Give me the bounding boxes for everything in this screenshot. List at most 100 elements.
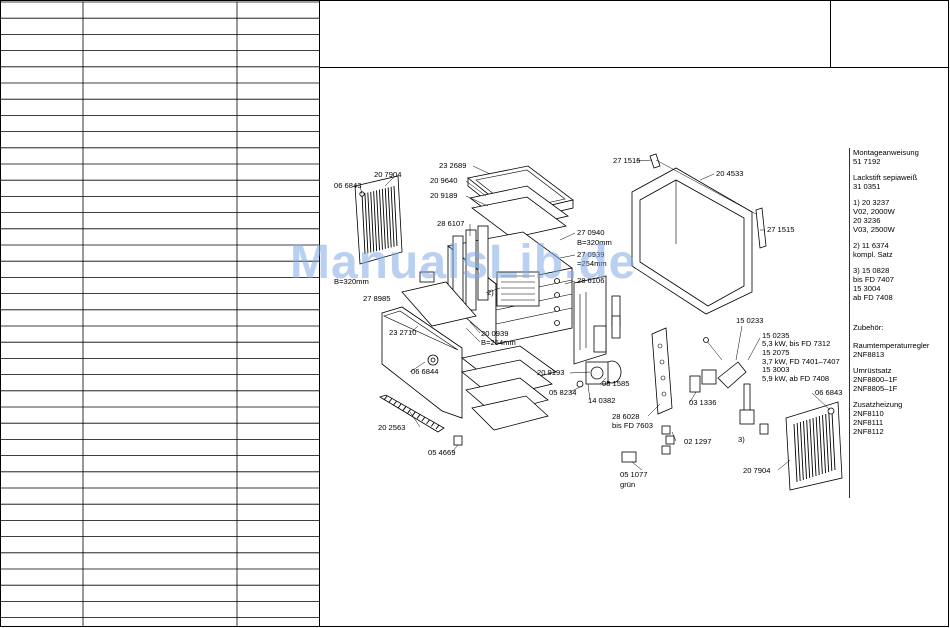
accessory-line: 2NF8112 xyxy=(853,427,884,436)
callout: 20 7904 xyxy=(374,170,401,179)
note-line: 20 3236 xyxy=(853,216,880,225)
callout: 20 0939 xyxy=(481,329,508,338)
grille-slot xyxy=(796,422,801,482)
parts-geometry xyxy=(354,153,843,491)
fan-bearing xyxy=(576,380,584,388)
leader-line xyxy=(465,195,489,207)
leader-line xyxy=(747,337,761,361)
note-line: bis FD 7407 xyxy=(853,275,894,284)
accessory-line: 2NF8805–1F xyxy=(853,384,898,393)
note-line: Lackstift sepiaweiß xyxy=(853,173,918,182)
grille-slot xyxy=(416,414,421,419)
leader-line xyxy=(735,325,743,361)
callout: 14 0382 xyxy=(588,396,615,405)
leader-line xyxy=(599,377,607,385)
grille-slot xyxy=(393,185,398,247)
callout: 20 9193 xyxy=(537,368,564,377)
leader-line xyxy=(559,254,576,259)
leader-line xyxy=(811,392,831,411)
leader-line xyxy=(409,325,419,334)
capillary-tube xyxy=(705,339,723,361)
grille-right xyxy=(785,401,843,491)
bottom-grille xyxy=(379,394,445,433)
right-inner-slots xyxy=(579,292,587,350)
parts-list-table xyxy=(1,1,319,627)
grille-slot xyxy=(361,193,366,255)
grille-slot xyxy=(397,403,402,409)
callout: 28 6106 xyxy=(577,276,604,285)
leader-line xyxy=(587,383,591,401)
capillary-bulb xyxy=(703,337,709,343)
grille-slot xyxy=(364,193,369,254)
grille-slot xyxy=(812,417,817,477)
grille-slot xyxy=(815,416,820,476)
accessory-line: 2NF8110 xyxy=(853,409,884,418)
thermostat-sensor xyxy=(701,369,717,385)
note-line: 1) 20 3237 xyxy=(853,198,889,207)
callout: 28 6107 xyxy=(437,219,464,228)
grille-slot xyxy=(387,187,392,248)
note-line: 2) 11 6374 xyxy=(853,241,889,250)
circuit-board xyxy=(651,327,673,415)
grille-slot xyxy=(828,412,833,472)
callout: bis FD 7603 xyxy=(612,421,653,430)
leader-line xyxy=(777,459,791,471)
grille-slot xyxy=(370,191,375,252)
accessory-line: Umrüstsatz xyxy=(853,366,892,375)
grille-left xyxy=(354,175,403,265)
grille-slot xyxy=(388,398,393,403)
callout: 03 1336 xyxy=(689,398,716,407)
heater-rod-clip xyxy=(759,423,769,435)
callout: 05 1585 xyxy=(602,379,629,388)
grille-slot xyxy=(793,423,798,483)
callout: 5,9 kW, ab FD 7408 xyxy=(762,374,829,383)
grille-slot xyxy=(818,415,823,475)
callout: B=320mm xyxy=(577,238,612,247)
callout: 27 0939 xyxy=(577,250,604,259)
leader-line xyxy=(465,180,487,197)
grille-slot xyxy=(393,401,397,406)
insulation-lower xyxy=(471,196,567,239)
accessory-line: Zubehör: xyxy=(853,323,883,332)
control-unit xyxy=(593,325,607,353)
thermostat-body xyxy=(717,361,747,389)
fan-impeller xyxy=(590,366,604,380)
leader-line xyxy=(409,361,426,373)
front-frame xyxy=(401,281,477,327)
grille-slot xyxy=(809,418,814,478)
grille-slot xyxy=(407,408,411,414)
grille-slot xyxy=(421,416,426,422)
callout: 06 6843 xyxy=(334,181,361,190)
callout: 27 8985 xyxy=(363,294,390,303)
ground-terminal xyxy=(621,451,637,463)
bottom-tray-4 xyxy=(471,395,549,431)
grille-slot xyxy=(379,189,383,250)
callout: 3,7 kW, FD 7401–7407 xyxy=(762,357,840,366)
back-panel xyxy=(631,167,753,315)
leader-line xyxy=(472,165,491,175)
edge-strip-top xyxy=(649,153,661,169)
notes-column: Montageanweisung 51 7192 Lackstift sepia… xyxy=(853,148,930,436)
leader-line xyxy=(564,280,576,285)
grille-slot xyxy=(825,413,830,473)
heater-rod xyxy=(743,383,751,413)
callout: 02 1297 xyxy=(684,437,711,446)
heater-rod-base xyxy=(739,409,755,425)
callout: 15 2075 xyxy=(762,348,789,357)
callout: 15 0233 xyxy=(736,316,763,325)
leader-line xyxy=(569,371,591,374)
leader-line xyxy=(409,411,421,428)
note-line: kompl. Satz xyxy=(853,250,893,259)
grille-slot xyxy=(390,186,395,247)
leader-line xyxy=(631,461,643,471)
grille-slot xyxy=(435,424,440,430)
callout: 5,3 kW, bis FD 7312 xyxy=(762,339,830,348)
callout: 05 4669 xyxy=(428,448,455,457)
callout: 3) xyxy=(738,435,745,444)
callout: 15 3003 xyxy=(762,365,789,374)
callout: 20 7904 xyxy=(743,466,770,475)
main-housing xyxy=(447,225,573,345)
switch xyxy=(689,375,701,393)
callout: 27 1515 xyxy=(767,225,794,234)
callout: 06 6843 xyxy=(815,388,842,397)
